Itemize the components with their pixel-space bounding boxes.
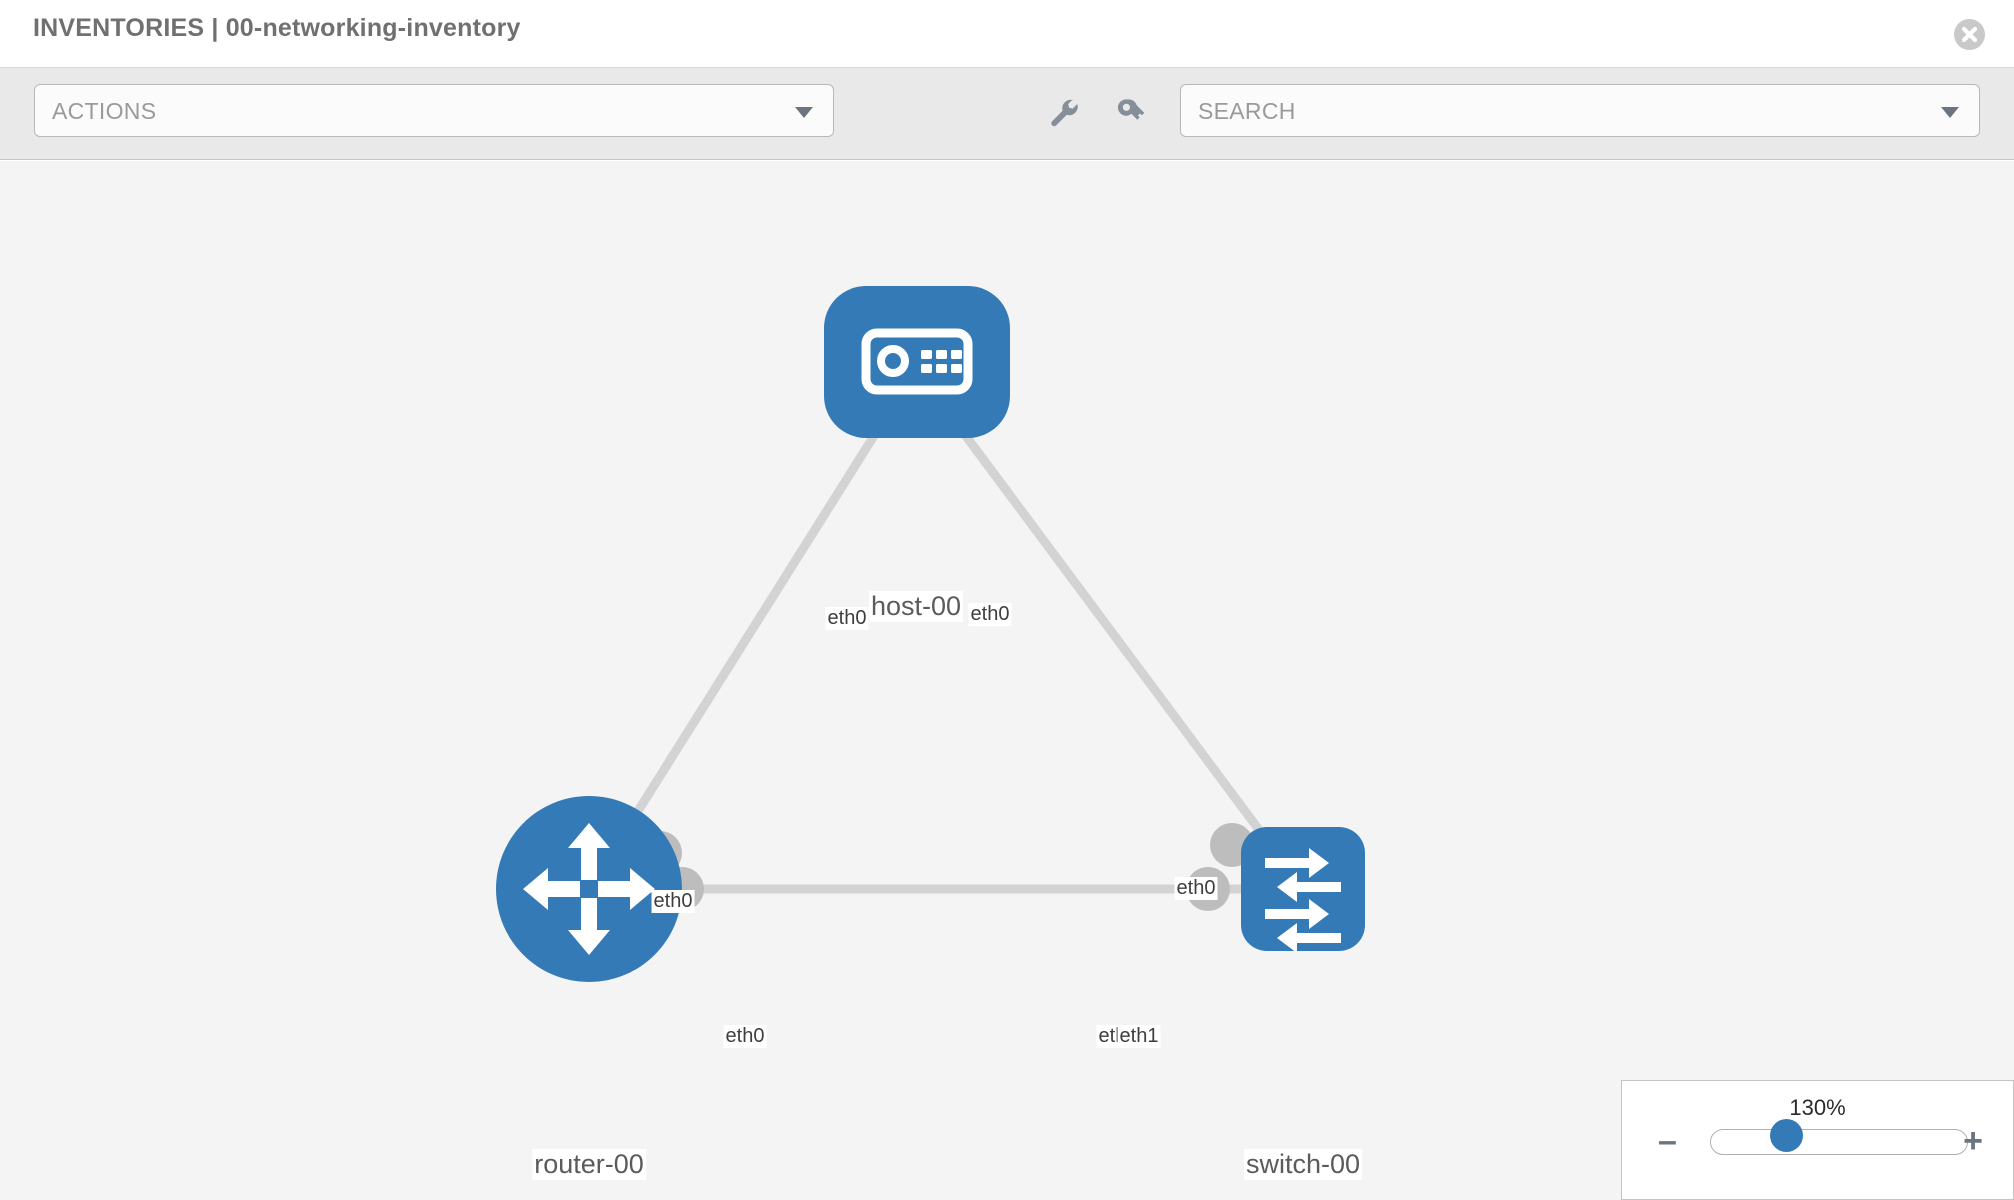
chevron-down-icon [1941, 107, 1959, 118]
router-arrows-icon [523, 823, 655, 955]
page-title: INVENTORIES | 00-networking-inventory [33, 14, 521, 42]
switch-arrows-icon [1265, 848, 1341, 953]
interface-label[interactable]: eth0 [825, 607, 869, 630]
search-input[interactable]: SEARCH [1180, 84, 1980, 137]
zoom-in-button[interactable]: + [1963, 1122, 1983, 1160]
zoom-slider-thumb[interactable] [1770, 1119, 1803, 1152]
interface-label[interactable]: eth1 [1117, 1025, 1161, 1048]
interface-label[interactable]: eth0 [968, 603, 1012, 626]
link-host-router[interactable] [585, 366, 920, 892]
actions-dropdown[interactable]: ACTIONS [34, 84, 834, 137]
actions-dropdown-label: ACTIONS [52, 98, 157, 124]
node-router-00[interactable] [496, 796, 682, 982]
node-switch-00[interactable] [1241, 827, 1365, 953]
zoom-control-panel: 130% – + [1621, 1080, 2014, 1200]
page-header: INVENTORIES | 00-networking-inventory [0, 0, 2014, 68]
interface-label[interactable]: eth0 [651, 890, 695, 913]
wrench-icon[interactable] [1043, 92, 1083, 132]
close-icon[interactable] [1953, 18, 1986, 51]
key-icon[interactable] [1110, 92, 1150, 132]
server-icon [861, 328, 973, 395]
node-label-switch-00[interactable]: switch-00 [1243, 1149, 1363, 1180]
topology-canvas[interactable]: eth0 eth0 eth0 eth0 eth0 eth0 eth1 host-… [0, 161, 2014, 1200]
node-host-00[interactable] [824, 286, 1010, 438]
interface-label[interactable]: eth0 [723, 1025, 767, 1048]
zoom-level-value: 130% [1789, 1095, 1846, 1120]
link-endpoints [638, 384, 1254, 911]
topology-graph [496, 286, 1365, 982]
zoom-out-button[interactable]: – [1658, 1122, 1677, 1160]
search-placeholder: SEARCH [1198, 98, 1296, 124]
interface-label[interactable]: eth0 [1174, 877, 1218, 900]
zoom-slider-track[interactable] [1710, 1129, 1968, 1155]
node-label-router-00[interactable]: router-00 [532, 1149, 646, 1180]
link-host-switch[interactable] [912, 366, 1307, 892]
node-label-host-00[interactable]: host-00 [868, 591, 964, 622]
chevron-down-icon [795, 107, 813, 118]
